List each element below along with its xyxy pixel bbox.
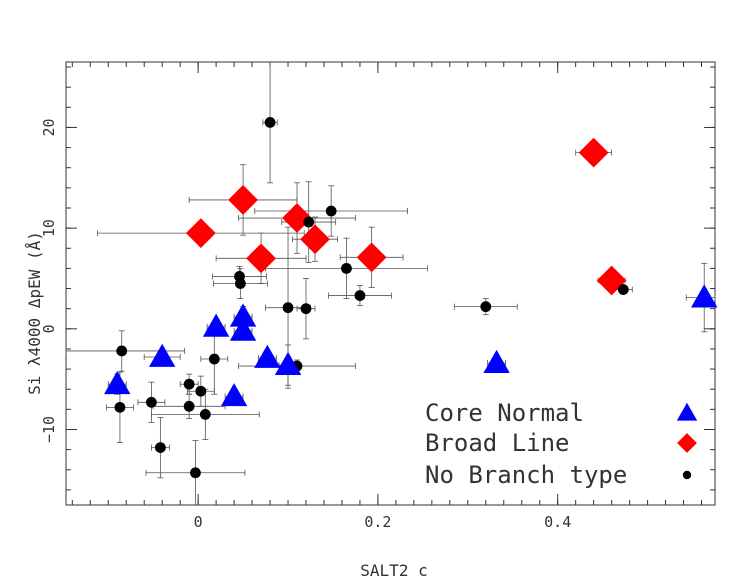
no-branch-marker (282, 302, 294, 314)
x-tick-label: 0 (194, 513, 203, 531)
legend-label-core-normal: Core Normal (425, 399, 584, 427)
broad-line-marker (246, 243, 276, 274)
y-tick-label: 10 (40, 219, 58, 237)
x-tick-label: 0.4 (544, 513, 571, 531)
legend-marker-no-branch (682, 470, 692, 480)
no-branch-marker (183, 378, 195, 390)
y-axis-title: Si λ4000 ΔpEW (Å) (25, 231, 44, 395)
core-normal-marker (229, 303, 257, 327)
broad-line-marker (578, 137, 609, 168)
core-normal-marker (220, 383, 248, 407)
y-tick-labels: −10 0 10 20 (40, 118, 58, 443)
legend-label-no-branch: No Branch type (425, 461, 627, 489)
core-normal-marker (483, 349, 510, 373)
no-branch-marker (300, 303, 312, 315)
core-normal-marker (254, 344, 281, 368)
broad-line-marker (282, 203, 312, 233)
core-normal-marker (104, 370, 131, 395)
no-branch-marker (208, 353, 220, 365)
no-branch-marker (234, 278, 246, 289)
no-branch-marker (617, 284, 629, 295)
no-branch-marker (264, 117, 276, 128)
core-normal-marker (202, 313, 230, 337)
x-tick-label: 0.2 (364, 513, 391, 531)
data-markers (104, 117, 718, 479)
y-tick-label: −10 (40, 416, 58, 443)
broad-line-marker (228, 185, 258, 215)
legend: Core Normal Broad Line No Branch type (425, 399, 698, 489)
no-branch-marker (354, 290, 366, 301)
no-branch-marker (154, 442, 166, 454)
legend-marker-core-normal (676, 402, 698, 421)
core-normal-marker (274, 351, 302, 375)
no-branch-marker (116, 345, 128, 357)
no-branch-marker (325, 205, 337, 217)
x-tick-labels: 0 0.2 0.4 (194, 513, 572, 531)
no-branch-marker (145, 396, 157, 408)
broad-line-marker (185, 218, 216, 249)
no-branch-marker (114, 401, 126, 413)
core-normal-marker (148, 343, 176, 367)
minor-ticks (66, 62, 715, 505)
no-branch-marker (183, 400, 195, 412)
no-branch-marker (303, 216, 315, 228)
legend-marker-broad-line (677, 433, 697, 453)
broad-line-marker (300, 224, 330, 255)
plot-frame (65, 61, 716, 506)
no-branch-marker (480, 301, 492, 313)
y-tick-label: 0 (40, 324, 58, 333)
x-axis-title: SALT2 c (360, 561, 427, 580)
legend-label-broad-line: Broad Line (425, 429, 570, 457)
no-branch-marker (190, 467, 201, 479)
broad-line-marker (356, 242, 387, 273)
major-ticks (66, 62, 715, 505)
y-tick-label: 20 (40, 118, 58, 136)
core-normal-marker (229, 317, 257, 341)
no-branch-marker (195, 385, 207, 397)
core-normal-marker (691, 284, 718, 308)
no-branch-marker (341, 262, 352, 274)
no-branch-marker (199, 408, 211, 420)
